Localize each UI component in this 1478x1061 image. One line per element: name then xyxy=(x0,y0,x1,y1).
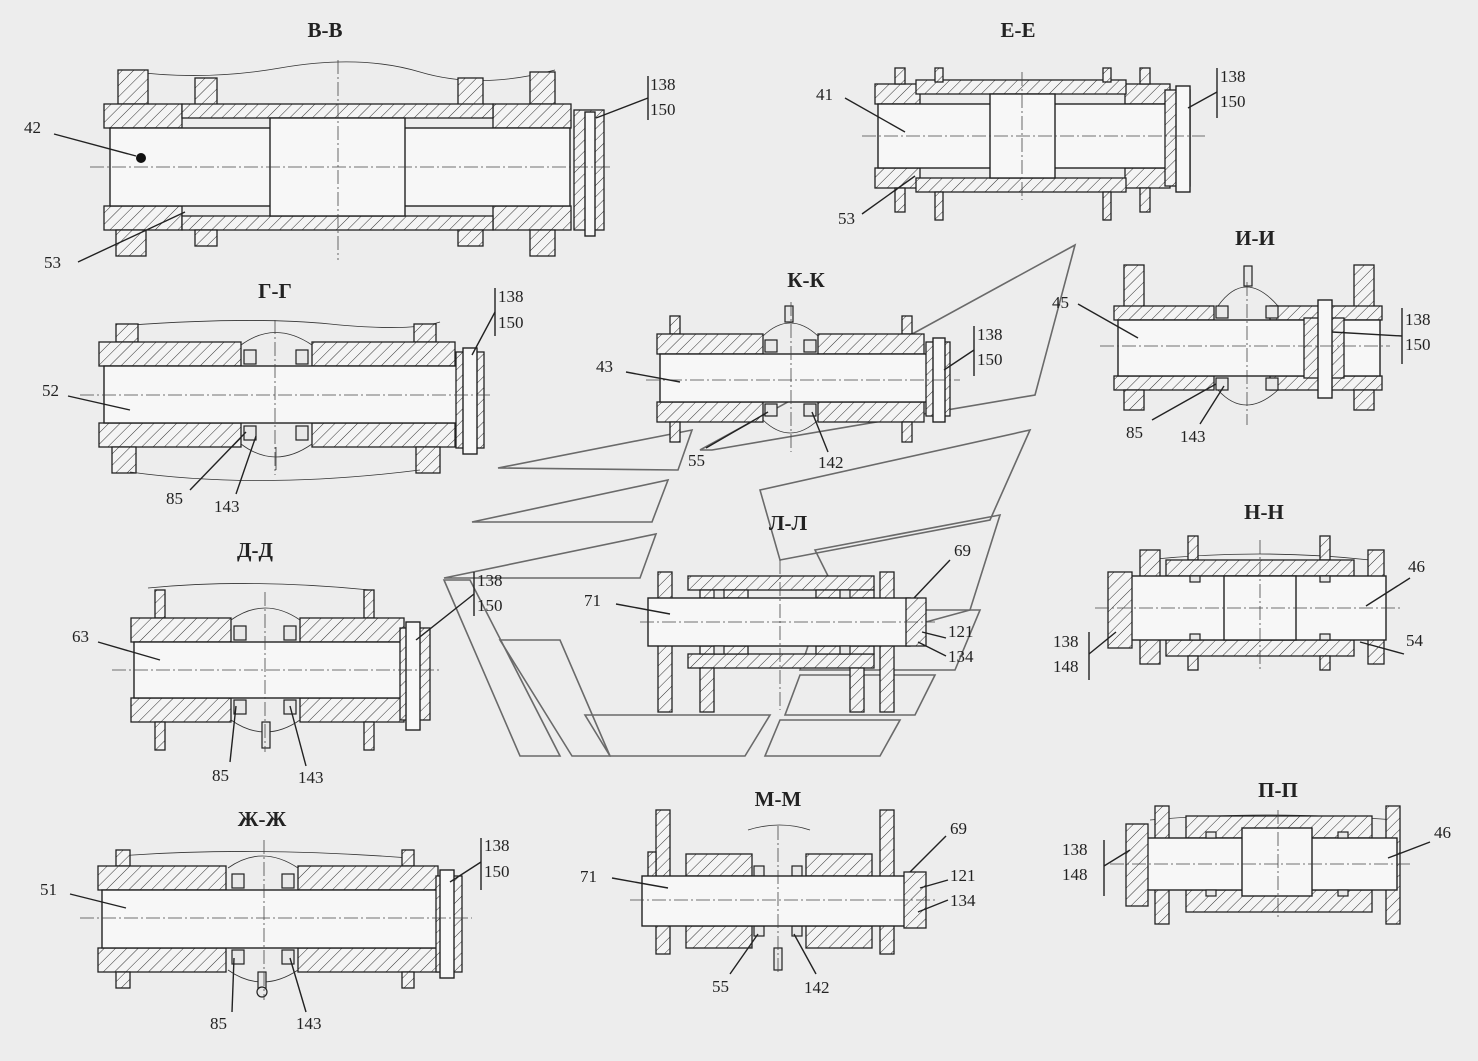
label-138: 138 xyxy=(1220,67,1246,86)
label-143: 143 xyxy=(298,768,324,787)
section-title: М-М xyxy=(755,787,802,811)
section-m-m: М-М 71 69 121 134 55 142 xyxy=(580,787,976,997)
label-150: 150 xyxy=(484,862,510,881)
label-138: 138 xyxy=(1062,840,1088,859)
section-title: К-К xyxy=(787,268,825,292)
section-g-g: Г-Г 52 85 143 138 150 xyxy=(42,279,524,516)
label-85: 85 xyxy=(212,766,229,785)
label-121: 121 xyxy=(948,622,974,641)
label-46: 46 xyxy=(1408,557,1425,576)
label-150: 150 xyxy=(650,100,676,119)
section-title: И-И xyxy=(1235,226,1275,250)
label-142: 142 xyxy=(818,453,844,472)
label-55: 55 xyxy=(712,977,729,996)
label-150: 150 xyxy=(1405,335,1431,354)
label-142: 142 xyxy=(804,978,830,997)
section-i-i: И-И 45 85 143 138 150 xyxy=(1052,226,1431,446)
label-150: 150 xyxy=(1220,92,1246,111)
section-title: П-П xyxy=(1258,778,1298,802)
label-121: 121 xyxy=(950,866,976,885)
section-title: Н-Н xyxy=(1244,500,1284,524)
label-143: 143 xyxy=(214,497,240,516)
label-138: 138 xyxy=(484,836,510,855)
label-42: 42 xyxy=(24,118,41,137)
label-69: 69 xyxy=(954,541,971,560)
section-title: Л-Л xyxy=(769,511,808,535)
section-zh-zh: Ж-Ж 51 85 143 138 150 xyxy=(40,807,510,1033)
label-85: 85 xyxy=(210,1014,227,1033)
label-138: 138 xyxy=(498,287,524,306)
label-138: 138 xyxy=(650,75,676,94)
label-85: 85 xyxy=(1126,423,1143,442)
section-l-l: Л-Л 71 69 121 134 xyxy=(584,511,974,713)
label-46: 46 xyxy=(1434,823,1451,842)
label-148: 148 xyxy=(1062,865,1088,884)
label-53: 53 xyxy=(838,209,855,228)
label-138: 138 xyxy=(977,325,1003,344)
label-85: 85 xyxy=(166,489,183,508)
label-55: 55 xyxy=(688,451,705,470)
label-41: 41 xyxy=(816,85,833,104)
label-52: 52 xyxy=(42,381,59,400)
section-p-p: П-П 46 138 148 xyxy=(1062,778,1451,925)
section-title: Д-Д xyxy=(237,538,273,562)
section-title: Ж-Ж xyxy=(238,807,287,831)
label-71: 71 xyxy=(584,591,601,610)
section-title: В-В xyxy=(307,18,342,42)
label-148: 148 xyxy=(1053,657,1079,676)
label-63: 63 xyxy=(72,627,89,646)
section-k-k: К-К 43 55 142 138 150 xyxy=(596,268,1003,472)
label-138: 138 xyxy=(1053,632,1079,651)
section-d-d: Д-Д 63 85 143 138 150 xyxy=(72,538,503,787)
label-143: 143 xyxy=(296,1014,322,1033)
label-150: 150 xyxy=(477,596,503,615)
label-134: 134 xyxy=(950,891,976,910)
label-53: 53 xyxy=(44,253,61,272)
label-138: 138 xyxy=(1405,310,1431,329)
label-45: 45 xyxy=(1052,293,1069,312)
label-54: 54 xyxy=(1406,631,1424,650)
label-143: 143 xyxy=(1180,427,1206,446)
label-134: 134 xyxy=(948,647,974,666)
section-n-n: Н-Н 46 54 138 148 xyxy=(1053,500,1425,680)
label-71: 71 xyxy=(580,867,597,886)
section-title: Г-Г xyxy=(258,279,292,303)
section-v-v: В-В 42 53 138 150 xyxy=(24,18,676,272)
label-150: 150 xyxy=(977,350,1003,369)
label-138: 138 xyxy=(477,571,503,590)
section-title: Е-Е xyxy=(1000,18,1035,42)
label-150: 150 xyxy=(498,313,524,332)
section-e-e: Е-Е 41 53 138 150 xyxy=(816,18,1246,228)
label-69: 69 xyxy=(950,819,967,838)
watermark-logo xyxy=(442,243,1077,757)
label-51: 51 xyxy=(40,880,57,899)
label-43: 43 xyxy=(596,357,613,376)
